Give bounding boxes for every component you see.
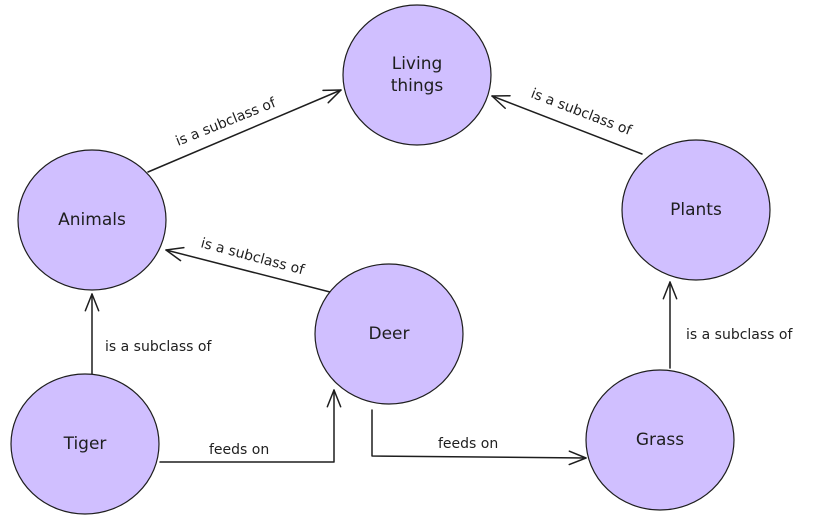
edge-line <box>165 249 331 293</box>
node-circle[interactable] <box>585 369 735 511</box>
edge-tiger-to-animals: is a subclass of <box>84 293 212 376</box>
node-animals[interactable]: Animals <box>17 149 167 291</box>
arrowhead-icon <box>491 95 511 110</box>
edge-line <box>159 389 335 463</box>
edge-grass-to-plants: is a subclass of <box>662 281 793 369</box>
node-tiger[interactable]: Tiger <box>10 373 160 515</box>
edge-label: is a subclass of <box>686 327 793 343</box>
arrowhead-icon <box>165 246 185 262</box>
node-label: Grass <box>636 430 684 450</box>
node-circle[interactable] <box>17 149 167 291</box>
arrowhead-icon <box>326 389 342 408</box>
node-label: Tiger <box>63 434 107 454</box>
edge-label: is a subclass of <box>174 95 280 150</box>
node-label: Animals <box>58 210 126 230</box>
arrowhead-icon <box>84 293 100 312</box>
edge-deer-to-animals: is a subclass of <box>165 235 331 293</box>
node-circle[interactable] <box>621 139 771 281</box>
edge-plants-to-living: is a subclass of <box>491 86 643 155</box>
arrowhead-icon <box>568 450 587 466</box>
edge-deer-to-grass: feeds on <box>371 409 587 466</box>
node-plants[interactable]: Plants <box>621 139 771 281</box>
arrowhead-icon <box>322 89 342 104</box>
edge-label: is a subclass of <box>105 339 212 355</box>
edge-label: feeds on <box>209 442 269 458</box>
edge-tiger-to-deer: feeds on <box>159 389 342 463</box>
arrowhead-icon <box>662 281 678 300</box>
edge-line <box>147 89 342 173</box>
node-label: Deer <box>369 324 410 344</box>
node-circle[interactable] <box>10 373 160 515</box>
node-label: things <box>391 76 444 96</box>
node-label: Plants <box>670 200 722 220</box>
node-circle[interactable] <box>342 4 492 146</box>
edge-line <box>371 409 587 459</box>
edge-label: feeds on <box>438 436 498 452</box>
node-deer[interactable]: Deer <box>314 263 464 405</box>
node-grass[interactable]: Grass <box>585 369 735 511</box>
node-circle[interactable] <box>314 263 464 405</box>
edge-animals-to-living: is a subclass of <box>147 89 342 173</box>
edge-line <box>491 95 643 155</box>
node-label: Living <box>392 54 443 74</box>
